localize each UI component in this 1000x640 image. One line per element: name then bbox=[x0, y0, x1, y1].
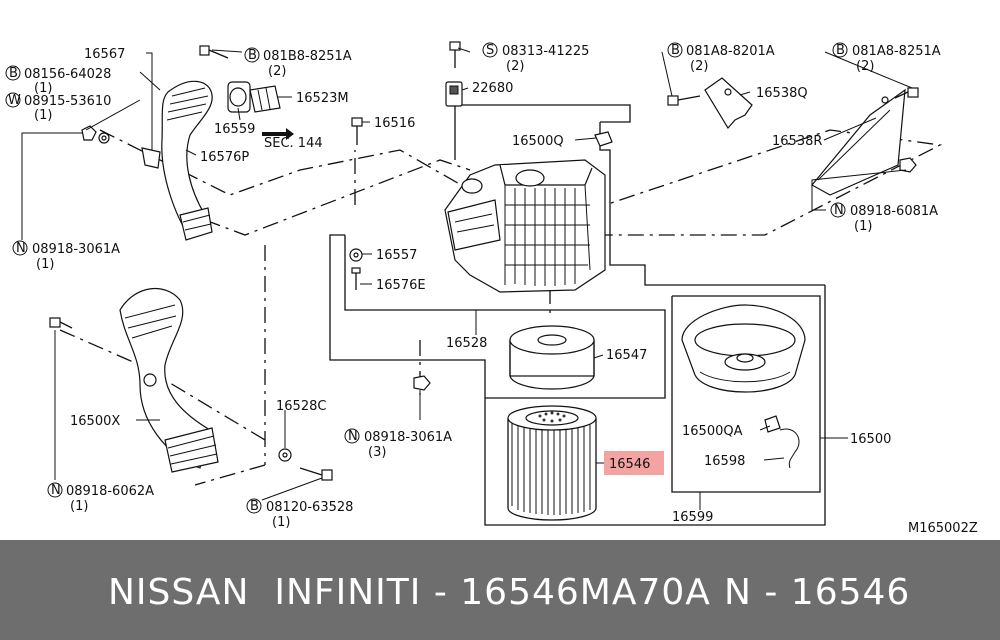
callout-labels: 16567 B 08156-64028 (1) W 08915-53610 (1… bbox=[5, 42, 978, 536]
footer-short-part-number: N - 16546 bbox=[724, 572, 911, 613]
label-08156-qty: (1) bbox=[34, 81, 52, 96]
label-16523m: 16523M bbox=[296, 91, 349, 106]
label-16500q: 16500Q bbox=[512, 134, 564, 149]
symbol-s: S bbox=[486, 43, 494, 58]
label-08918-6062a: 08918-6062A bbox=[66, 484, 154, 499]
diagram-code: M165002Z bbox=[908, 521, 978, 536]
label-16500x: 16500X bbox=[70, 414, 120, 429]
label-08915-qty: (1) bbox=[34, 108, 52, 123]
lower-case-16500 bbox=[681, 304, 806, 469]
symbol-n: N bbox=[834, 203, 844, 218]
parts-diagram: 16567 B 08156-64028 (1) W 08915-53610 (1… bbox=[5, 41, 978, 536]
symbol-n: N bbox=[16, 241, 26, 256]
label-08915-53610: 08915-53610 bbox=[24, 94, 111, 109]
label-08156-64028: 08156-64028 bbox=[24, 67, 111, 82]
label-08313-qty: (2) bbox=[506, 59, 524, 74]
filter-element-16546 bbox=[507, 405, 597, 521]
label-16576p: 16576P bbox=[200, 150, 249, 165]
symbol-n: N bbox=[51, 483, 61, 498]
symbol-n: N bbox=[348, 429, 358, 444]
label-08918-6081a: 08918-6081A bbox=[850, 204, 938, 219]
assembly-frames bbox=[329, 104, 826, 526]
label-16528c: 16528C bbox=[276, 399, 326, 414]
part-number-highlight bbox=[604, 451, 664, 475]
label-16538r: 16538R bbox=[772, 134, 822, 149]
label-08120-qty: (1) bbox=[272, 515, 290, 530]
footer-brand-part-number: NISSAN INFINITI - 16546MA70A bbox=[108, 572, 711, 613]
label-081a8-8251a-qty: (2) bbox=[856, 59, 874, 74]
symbol-b: B bbox=[9, 66, 18, 81]
label-08120-63528: 08120-63528 bbox=[266, 500, 353, 515]
label-08313-41225: 08313-41225 bbox=[502, 44, 589, 59]
label-081a8-8201a: 081A8-8201A bbox=[686, 44, 775, 59]
leader-lines bbox=[21, 47, 913, 510]
label-16557: 16557 bbox=[376, 248, 417, 263]
label-081b8-8251a: 081B8-8251A bbox=[263, 49, 352, 64]
label-16576e: 16576E bbox=[376, 278, 426, 293]
label-16538q: 16538Q bbox=[756, 86, 808, 101]
air-cleaner-upper-housing bbox=[444, 159, 606, 293]
label-22680: 22680 bbox=[472, 81, 513, 96]
symbol-b: B bbox=[836, 43, 845, 58]
symbol-b: B bbox=[248, 48, 257, 63]
brackets bbox=[704, 77, 906, 196]
fasteners bbox=[49, 41, 919, 481]
label-08918-3061a-left: 08918-3061A bbox=[32, 242, 120, 257]
label-08918-3061a-mid: 08918-3061A bbox=[364, 430, 452, 445]
label-16598: 16598 bbox=[704, 454, 745, 469]
intake-duct-upper bbox=[161, 80, 213, 241]
label-08918-3061a-left-qty: (1) bbox=[36, 257, 54, 272]
label-08918-6062a-qty: (1) bbox=[70, 499, 88, 514]
label-16500qa: 16500QA bbox=[682, 424, 743, 439]
footer-bar bbox=[0, 540, 1000, 640]
label-sec-144: SEC. 144 bbox=[264, 136, 323, 151]
sensor-housing bbox=[227, 81, 281, 113]
label-16599: 16599 bbox=[672, 510, 713, 525]
label-16547: 16547 bbox=[606, 348, 647, 363]
symbol-w: W bbox=[8, 93, 21, 108]
label-16500: 16500 bbox=[850, 432, 891, 447]
label-081a8-8201a-qty: (2) bbox=[690, 59, 708, 74]
label-16528: 16528 bbox=[446, 336, 487, 351]
label-16546: 16546 bbox=[609, 457, 650, 472]
label-08918-3061a-mid-qty: (3) bbox=[368, 445, 386, 460]
filter-element-16547 bbox=[509, 325, 595, 390]
label-16567: 16567 bbox=[84, 47, 125, 62]
intake-duct-lower bbox=[119, 287, 219, 473]
label-16559: 16559 bbox=[214, 122, 255, 137]
label-08918-6081a-qty: (1) bbox=[854, 219, 872, 234]
label-081b8-qty: (2) bbox=[268, 64, 286, 79]
label-16516: 16516 bbox=[374, 116, 415, 131]
label-081a8-8251a: 081A8-8251A bbox=[852, 44, 941, 59]
symbol-b: B bbox=[250, 499, 259, 514]
symbol-b: B bbox=[671, 43, 680, 58]
